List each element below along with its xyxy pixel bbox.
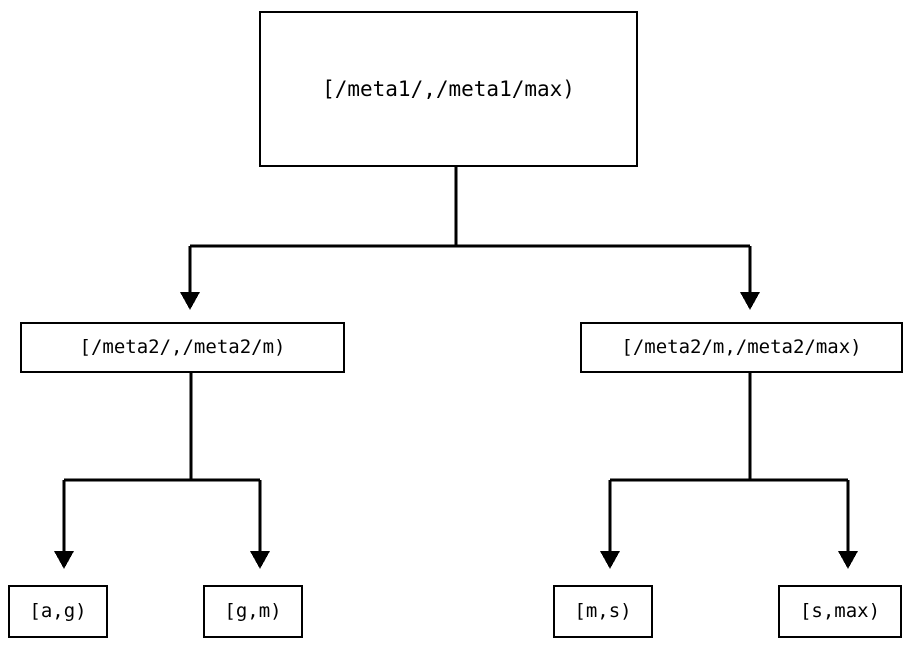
node-leaf-gm-label: [g,m) (224, 600, 282, 622)
arrowhead-to-leaf-gm (250, 551, 270, 569)
arrowhead-to-leaf-ag (54, 551, 74, 569)
node-leaf-ms[interactable]: [m,s) (553, 585, 653, 638)
node-leaf-gm[interactable]: [g,m) (203, 585, 303, 638)
arrowhead-to-mid-left (180, 292, 200, 310)
node-root[interactable]: [/meta1/,/meta1/max) (259, 11, 638, 167)
node-mid-left[interactable]: [/meta2/,/meta2/m) (20, 322, 345, 373)
node-leaf-ag-label: [a,g) (29, 600, 87, 622)
arrowhead-to-mid-right (740, 292, 760, 310)
arrowhead-to-leaf-smax (838, 551, 858, 569)
node-mid-right-label: [/meta2/m,/meta2/max) (621, 336, 862, 358)
node-leaf-ag[interactable]: [a,g) (8, 585, 108, 638)
node-root-label: [/meta1/,/meta1/max) (322, 76, 575, 101)
node-mid-right[interactable]: [/meta2/m,/meta2/max) (580, 322, 903, 373)
node-leaf-ms-label: [m,s) (574, 600, 632, 622)
node-leaf-smax-label: [s,max) (799, 600, 881, 622)
node-mid-left-label: [/meta2/,/meta2/m) (79, 336, 286, 358)
arrowhead-to-leaf-ms (600, 551, 620, 569)
node-leaf-smax[interactable]: [s,max) (778, 585, 902, 638)
